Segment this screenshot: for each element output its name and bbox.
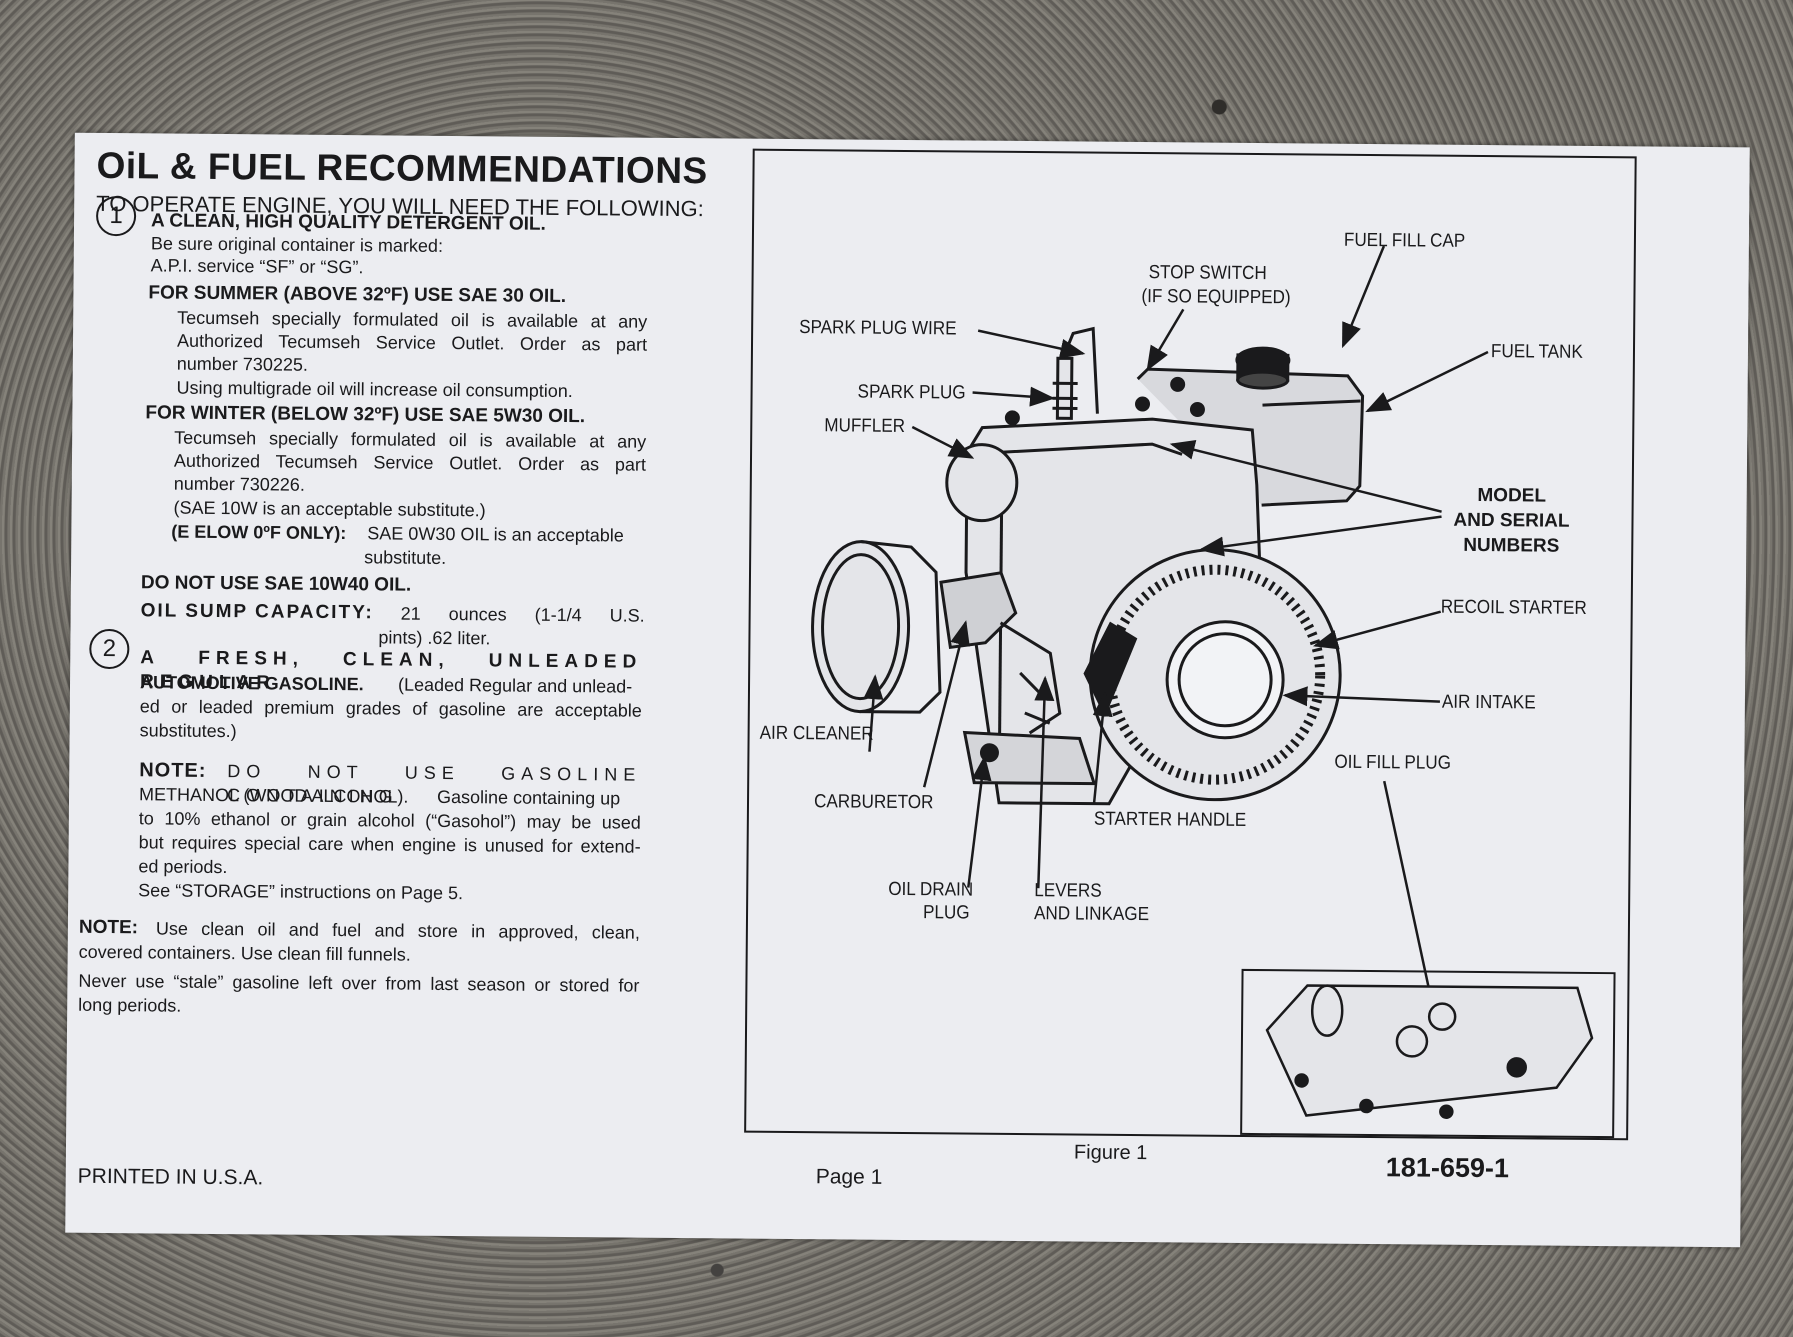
summer-line-4: Using multigrade oil will increase oil c… <box>176 377 573 402</box>
page-number: Page 1 <box>815 1165 883 1189</box>
general-note-label: NOTE: <box>78 916 139 939</box>
label-oil-fill-plug: OIL FILL PLUG <box>1334 751 1452 774</box>
step-2-note-line-6: See “STORAGE” instructions on Page 5. <box>138 880 464 904</box>
label-levers: LEVERS <box>1034 880 1102 902</box>
air-cleaner-shape <box>811 540 911 714</box>
step-2-text-1: (Leaded Regular and unlead- <box>397 674 633 697</box>
below-zero-text: SAE 0W30 OIL is an acceptable <box>367 523 624 546</box>
printed-in: PRINTED IN U.S.A. <box>77 1164 264 1190</box>
label-model-serial: MODEL AND SERIAL NUMBERS <box>1441 483 1582 559</box>
label-fuel-fill-cap: FUEL FILL CAP <box>1343 229 1466 252</box>
step-1-number: 1 <box>95 195 137 237</box>
label-recoil-starter: RECOIL STARTER <box>1440 596 1587 619</box>
step-2-note-line-2b: Gasoline containing up <box>436 786 621 809</box>
below-zero-text-2: substitute. <box>364 547 447 568</box>
step-2-number: 2 <box>89 628 130 670</box>
general-note-line-4: long periods. <box>78 994 182 1016</box>
label-spark-plug: SPARK PLUG <box>857 381 966 404</box>
label-carburetor: CARBURETOR <box>813 791 934 814</box>
label-model-serial-3: NUMBERS <box>1463 534 1560 557</box>
label-oil-drain-2: PLUG <box>922 902 970 924</box>
label-starter-handle: STARTER HANDLE <box>1093 808 1247 831</box>
label-model-serial-1: MODEL <box>1477 484 1547 507</box>
step-2-note-label: NOTE: <box>139 759 207 782</box>
step-2-heading-2: AUTOMOTIVE GASOLINE. <box>139 672 364 695</box>
oil-sump-text: 21 ounces (1-1/4 U.S. <box>400 603 645 626</box>
label-fuel-tank: FUEL TANK <box>1490 341 1583 363</box>
summer-heading: FOR SUMMER (ABOVE 32ºF) USE SAE 30 OIL. <box>148 282 567 308</box>
step-2-text-3: substitutes.) <box>139 720 237 742</box>
document-number: 181-659-1 <box>1385 1152 1510 1184</box>
page-title: OiL & FUEL RECOMMENDATIONS <box>96 144 708 192</box>
engine-illustration <box>811 245 1594 1119</box>
step-2-note-line-5: ed periods. <box>138 856 228 878</box>
instruction-sheet: OiL & FUEL RECOMMENDATIONS TO OPERATE EN… <box>65 132 1750 1248</box>
winter-line-4: (SAE 10W is an acceptable substitute.) <box>173 497 486 521</box>
label-stop-switch-2: (IF SO EQUIPPED) <box>1141 286 1291 309</box>
label-spark-plug-wire: SPARK PLUG WIRE <box>799 317 957 340</box>
general-note-line-2: covered containers. Use clean fill funne… <box>78 941 411 965</box>
engine-figure: FUEL FILL CAP STOP SWITCH (IF SO EQUIPPE… <box>744 148 1637 1141</box>
step-2-note-line-2: METHANOL (WOOD ALCOHOL). <box>138 784 409 807</box>
do-not-use-warning: DO NOT USE SAE 10W40 OIL. <box>140 572 412 596</box>
label-oil-drain: OIL DRAIN <box>888 878 974 901</box>
below-zero-heading: (E ELOW 0ºF ONLY): <box>171 521 347 544</box>
step-1-line-2: A.P.I. service “SF” or “SG”. <box>150 255 364 278</box>
figure-caption: Figure 1 <box>1073 1141 1148 1165</box>
winter-line-3: number 730226. <box>173 473 305 495</box>
label-model-serial-2: AND SERIAL <box>1453 509 1570 532</box>
label-levers-2: AND LINKAGE <box>1033 903 1150 926</box>
label-air-cleaner: AIR CLEANER <box>759 722 874 745</box>
label-stop-switch: STOP SWITCH <box>1148 262 1267 285</box>
oil-sump-text-2: pints) .62 liter. <box>378 627 491 649</box>
oil-fill-inset <box>1240 968 1616 1139</box>
label-muffler: MUFFLER <box>824 415 906 437</box>
label-air-intake: AIR INTAKE <box>1441 691 1536 714</box>
summer-line-3: number 730225. <box>176 353 309 375</box>
oil-sump-label: OIL SUMP CAPACITY: <box>140 600 374 624</box>
